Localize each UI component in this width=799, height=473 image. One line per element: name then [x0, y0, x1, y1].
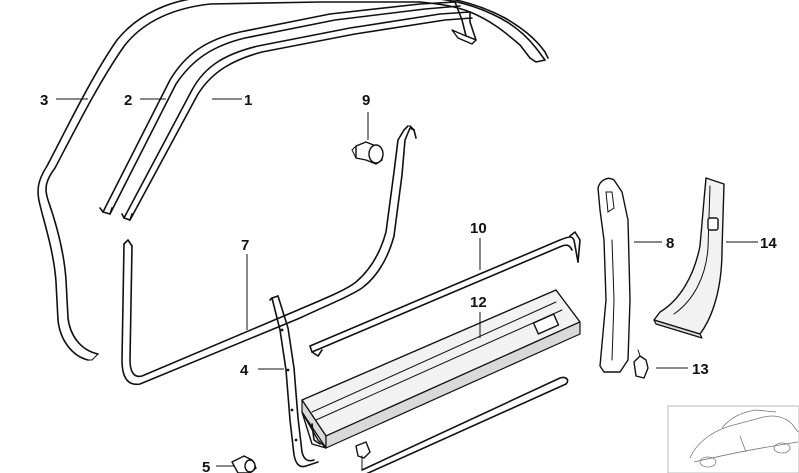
part-9-clip	[351, 141, 384, 165]
part-8-pillar-trim	[597, 177, 631, 373]
callout-5: 5	[202, 459, 210, 473]
car-locator-thumbnail	[667, 405, 799, 473]
sill-clip	[355, 441, 371, 471]
callout-9: 9	[362, 92, 370, 109]
part-14-pillar-cover	[653, 177, 725, 339]
callout-3: 3	[40, 92, 48, 109]
callout-2: 2	[124, 92, 132, 109]
part-5-clip	[231, 455, 257, 473]
callout-1: 1	[244, 92, 252, 109]
part-3-door-seal	[37, 0, 421, 361]
part-1-inner-channel	[121, 11, 473, 221]
part-4-pillar-seal	[269, 295, 319, 468]
callout-13: 13	[692, 361, 709, 378]
callout-8: 8	[666, 235, 674, 252]
roof-rail-seals	[419, 0, 549, 63]
callout-10: 10	[470, 220, 487, 237]
callout-14: 14	[760, 235, 777, 252]
callout-7: 7	[241, 237, 249, 254]
leader-lines	[56, 98, 758, 467]
part-10-sill-seal	[309, 231, 581, 357]
part-12-sill-plate	[301, 289, 581, 449]
callout-12: 12	[470, 294, 487, 311]
part-7-door-opening-seal	[121, 125, 417, 386]
callout-4: 4	[240, 362, 249, 379]
part-2-window-channel	[99, 1, 461, 215]
sill-trim-strip	[361, 376, 569, 473]
callouts: 3 2 1 9 7 10 12 8 14 13 4 5	[40, 92, 777, 473]
part-13-clip	[633, 349, 649, 379]
